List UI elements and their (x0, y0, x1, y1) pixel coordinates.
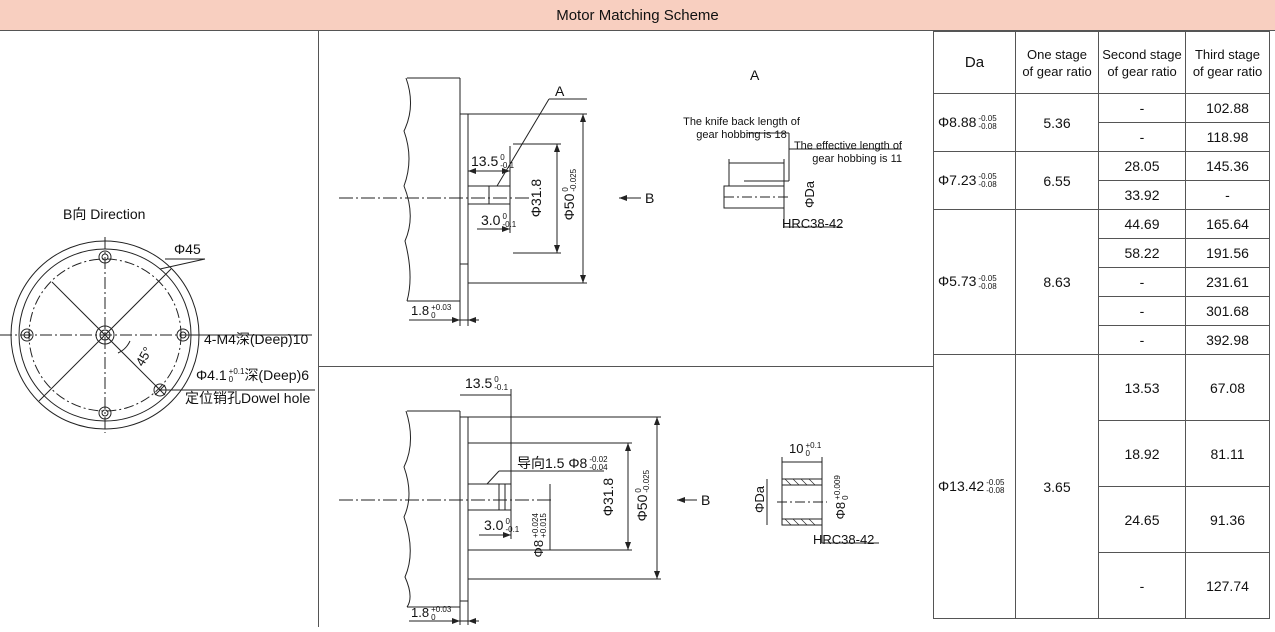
second-stage-cell: - (1098, 296, 1186, 326)
second-stage-cell: 28.05 (1098, 151, 1186, 181)
third-stage-cell: 67.08 (1185, 354, 1270, 421)
third-stage-cell: 81.11 (1185, 420, 1270, 487)
da-cell: Φ7.23-0.05-0.08 (933, 151, 1016, 210)
third-stage-cell: 102.88 (1185, 93, 1270, 123)
one-stage-cell: 5.36 (1015, 93, 1099, 152)
table-row: 33.92 - (934, 180, 1270, 210)
third-stage-cell: 127.74 (1185, 552, 1270, 619)
table-row: - 127.74 (934, 552, 1270, 619)
guide-label: 导向1.5 Φ8-0.02-0.04 (517, 455, 608, 473)
third-stage-cell: 301.68 (1185, 296, 1270, 326)
motor-break-line-2 (403, 410, 411, 608)
third-stage-cell: 191.56 (1185, 238, 1270, 268)
arrow-b-label-2: B (701, 492, 711, 508)
direction-label: B向 Direction (63, 206, 146, 222)
flange-pilot-2 (459, 416, 469, 602)
dim-50-label: Φ500-0.025 (561, 168, 579, 221)
hrc-label: HRC38-42 (782, 216, 844, 231)
point-a-label: A (555, 83, 565, 99)
table-row: 18.92 81.11 (934, 420, 1270, 487)
second-stage-cell: - (1098, 267, 1186, 297)
phi-da-label-2: ΦDa (752, 486, 767, 513)
third-stage-cell: - (1185, 180, 1270, 210)
one-stage-cell: 6.55 (1015, 151, 1099, 210)
third-stage-cell: 91.36 (1185, 486, 1270, 553)
shaft-stub (467, 483, 512, 511)
dim-8-label: Φ8+0.024+0.015 (530, 513, 548, 558)
bore-shaft-drawing (339, 389, 879, 625)
table-row: Φ7.23-0.05-0.08 6.55 28.05 145.36 (933, 151, 1270, 210)
second-stage-cell: 58.22 (1098, 238, 1186, 268)
header-da: Da (933, 31, 1016, 94)
one-stage-cell: 8.63 (1015, 209, 1099, 355)
arrow-b-label: B (645, 190, 655, 206)
dim-31-8-label: Φ31.8 (528, 178, 545, 218)
da-cell: Φ13.42-0.05-0.08 (933, 354, 1016, 619)
flange-pilot (459, 113, 469, 265)
table-row: 24.65 91.36 (934, 486, 1270, 553)
da-cell: Φ8.88-0.05-0.08 (933, 93, 1016, 152)
table-row: Φ13.42-0.05-0.08 3.65 13.53 67.08 (933, 354, 1270, 619)
third-stage-cell: 231.61 (1185, 267, 1270, 297)
keyed-shaft-drawing (339, 77, 902, 326)
one-stage-cell: 3.65 (1015, 354, 1099, 619)
table-row: Φ5.73-0.05-0.08 8.63 44.69 165.64 (933, 209, 1270, 355)
second-stage-cell: 44.69 (1098, 209, 1186, 239)
second-stage-cell: - (1098, 552, 1186, 619)
b-direction-view: B向 Direction Φ45 4-M4深(Deep)10 45° Φ4.1+… (0, 31, 319, 627)
table-row: 58.22 191.56 (934, 238, 1270, 268)
second-stage-cell: 24.65 (1098, 486, 1186, 553)
second-stage-cell: 18.92 (1098, 420, 1186, 487)
da-cell: Φ5.73-0.05-0.08 (933, 209, 1016, 355)
table-row: - 392.98 (934, 325, 1270, 355)
table-row: - 231.61 (934, 267, 1270, 297)
dim-31-8-label-2: Φ31.8 (600, 477, 617, 517)
second-stage-cell: - (1098, 325, 1186, 355)
b-direction-drawing (0, 237, 315, 433)
phi-da-label: ΦDa (802, 181, 817, 208)
tapped-holes-label: 4-M4深(Deep)10 (204, 331, 309, 347)
second-stage-cell: 33.92 (1098, 180, 1186, 210)
third-stage-cell: 145.36 (1185, 151, 1270, 181)
second-stage-cell: 13.53 (1098, 354, 1186, 421)
diameter-45-label: Φ45 (174, 241, 201, 257)
table-row: Φ8.88-0.05-0.08 5.36 - 102.88 (933, 93, 1270, 152)
dowel-hole-label: 定位销孔Dowel hole (185, 390, 311, 406)
dim-50-label-2: Φ500-0.025 (634, 469, 652, 522)
section-label: A (750, 67, 760, 83)
page-title: Motor Matching Scheme (556, 6, 719, 24)
second-stage-cell: - (1098, 93, 1186, 123)
third-stage-cell: 118.98 (1185, 122, 1270, 152)
third-stage-cell: 392.98 (1185, 325, 1270, 355)
hrc-label-2: HRC38-42 (813, 532, 875, 547)
second-stage-cell: - (1098, 122, 1186, 152)
motor-break-line (403, 77, 411, 302)
title-bar: Motor Matching Scheme (0, 0, 1275, 31)
third-stage-cell: 165.64 (1185, 209, 1270, 239)
